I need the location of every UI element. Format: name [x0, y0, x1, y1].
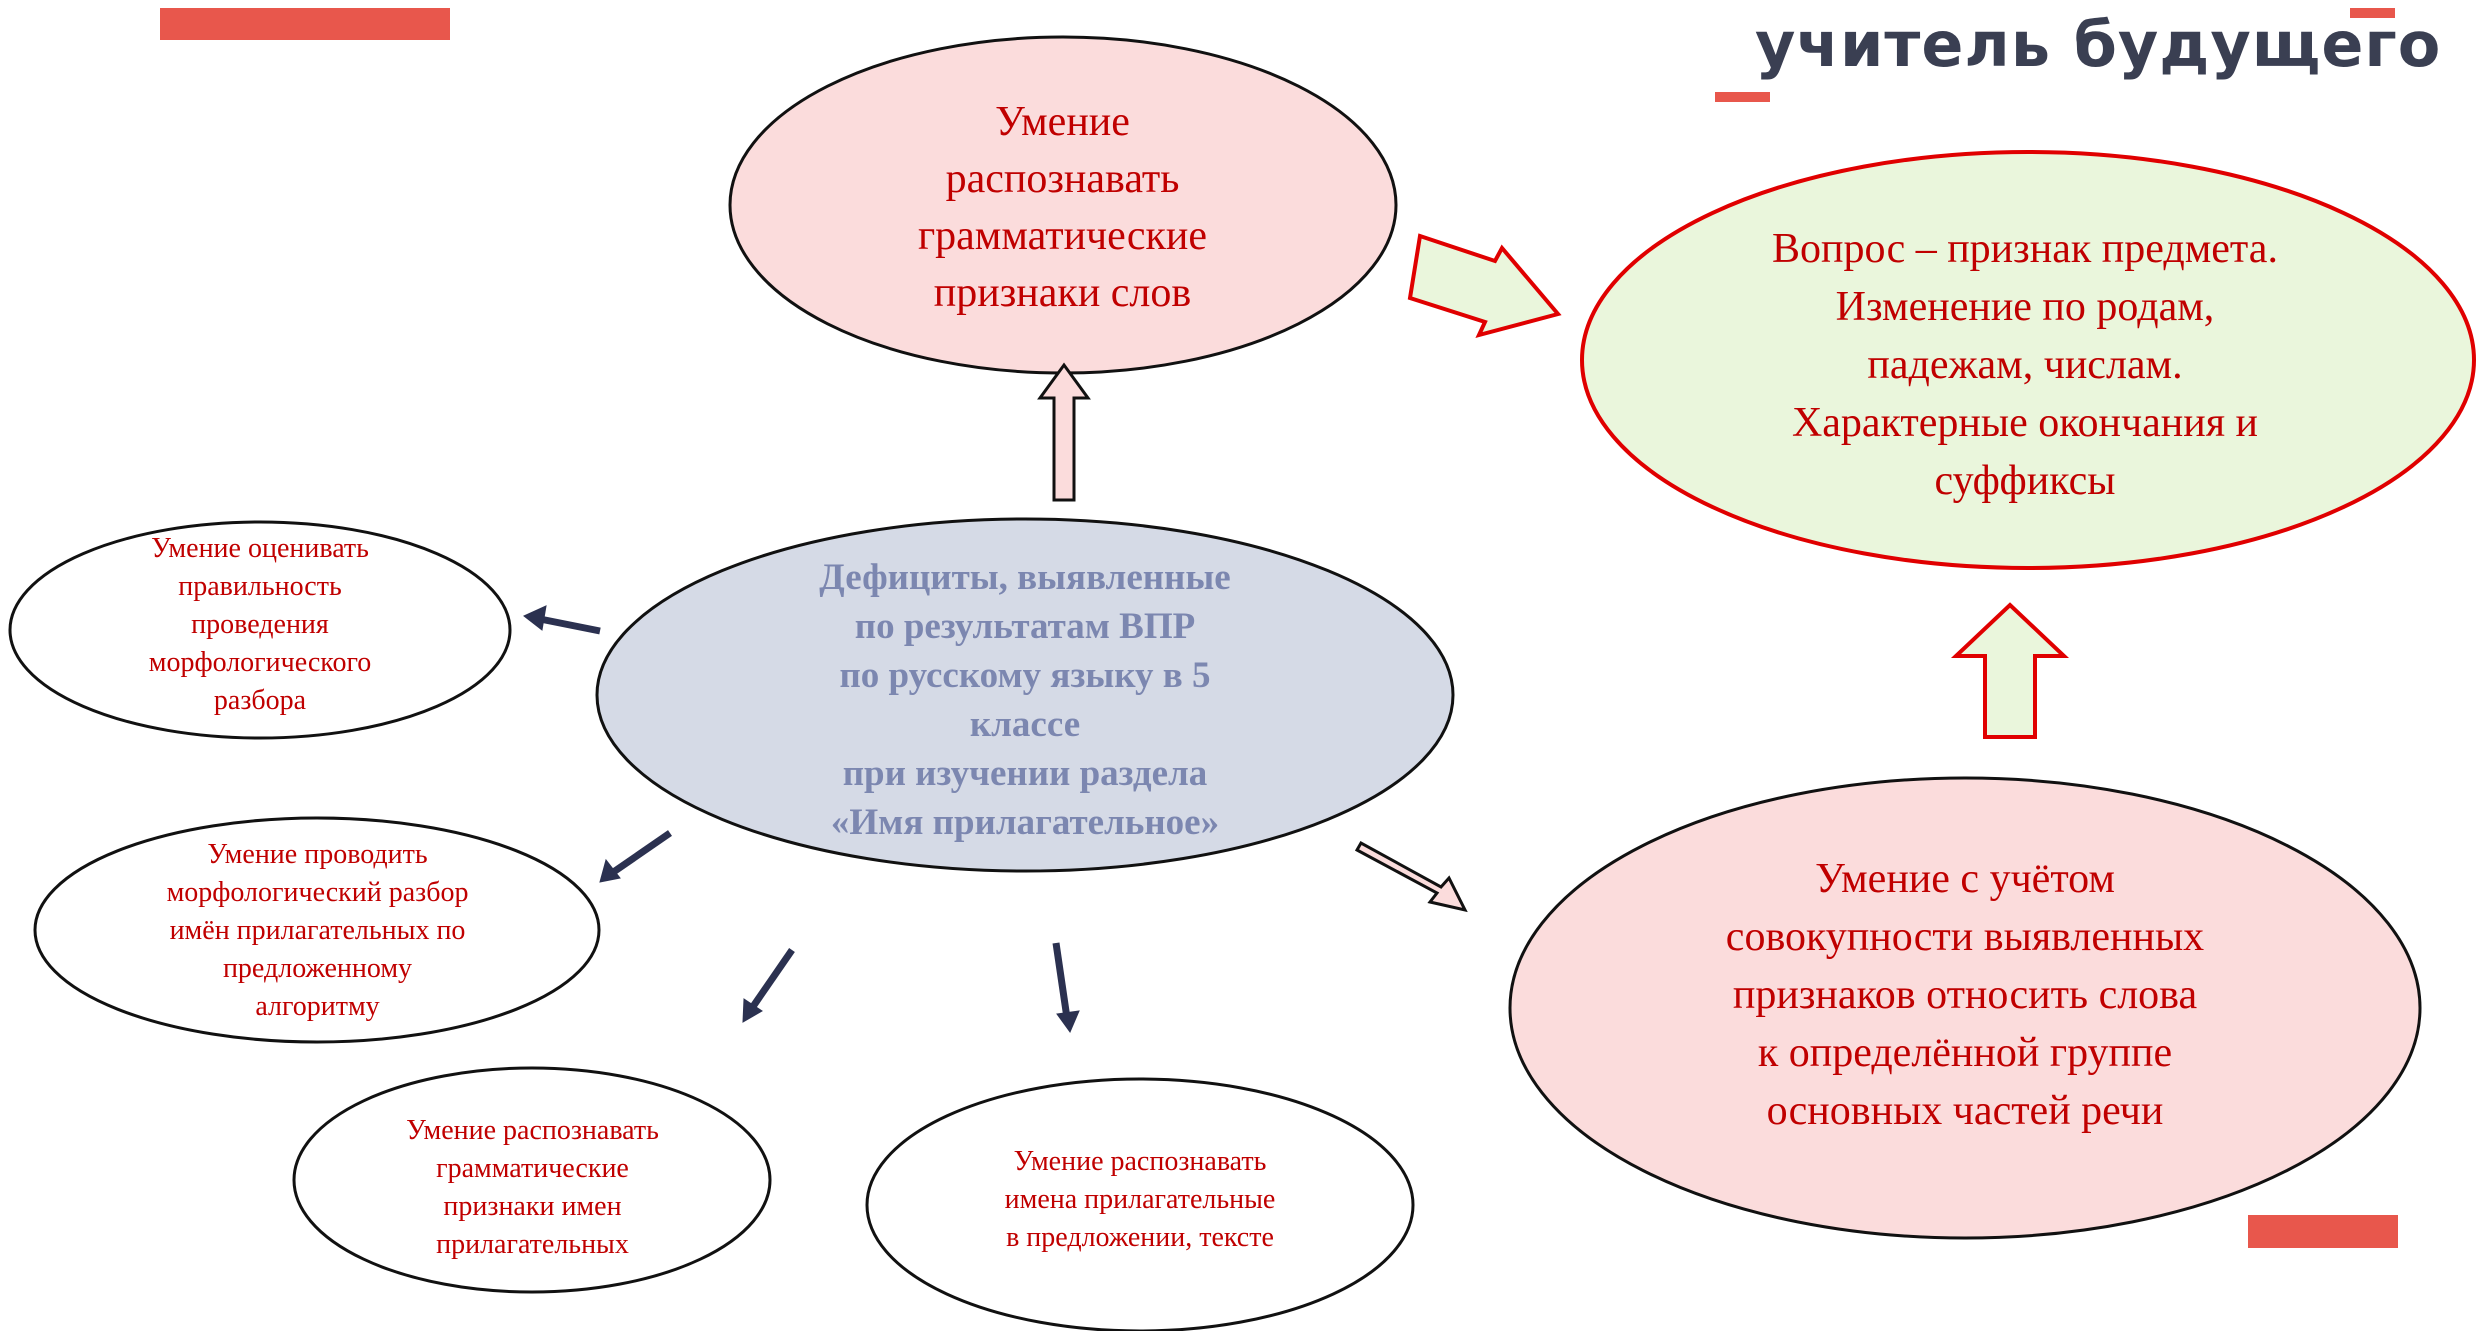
- accent-bar-logo-left: [1715, 92, 1770, 102]
- node-bottom-mid-shape: [865, 1077, 1415, 1331]
- arrow-up-from-classification: [1950, 602, 2070, 739]
- node-left2-label: Умение проводить морфологический разбор …: [166, 838, 469, 1022]
- node-left1-label: Умение оценивать правильность проведения…: [148, 533, 372, 716]
- node-center-label: Дефициты, выявленные по результатам ВПР …: [819, 557, 1231, 843]
- node-bottom-mid-label: Умение распознавать имена прилагательные…: [1004, 1146, 1276, 1253]
- arrow-to-left1: [539, 615, 601, 635]
- arrow-to-left2-head: [599, 858, 621, 883]
- arrow-right-to-definition: [1407, 233, 1562, 339]
- arrow-to-bottom-left-head: [742, 998, 763, 1023]
- node-center-shape: [595, 517, 1455, 873]
- arrow-to-classification: [1354, 840, 1468, 913]
- node-left1-shape: [8, 520, 512, 740]
- arrow-to-left1-head: [523, 605, 547, 631]
- node-right-bottom-label: Умение с учётом совокупности выявленных …: [1725, 856, 2205, 1134]
- arrow-up-to-top: [1037, 362, 1091, 502]
- node-right-top-label: Вопрос – признак предмета. Изменение по …: [1772, 226, 2278, 504]
- accent-bar-logo-right: [2350, 8, 2395, 18]
- node-right-top-shape: [1580, 150, 2476, 570]
- thin-arrows: [523, 605, 1080, 1034]
- node-bottom-left-shape: [292, 1066, 772, 1294]
- accent-bar-top-left: [160, 8, 450, 40]
- arrow-to-bottom-left: [749, 948, 795, 1010]
- accent-bar-bottom-right: [2248, 1215, 2398, 1248]
- brand-logo: учитель будущего: [1755, 8, 2442, 81]
- node-top-label: Умение распознавать грамматические призн…: [917, 98, 1208, 316]
- arrow-to-bottom-mid: [1052, 942, 1071, 1019]
- node-left2-shape: [33, 816, 601, 1044]
- arrow-to-left2: [610, 830, 672, 876]
- node-bottom-left-label: Умение распознавать грамматические призн…: [406, 1114, 659, 1260]
- arrow-to-bottom-mid-head: [1056, 1010, 1080, 1034]
- node-right-bottom-shape: [1508, 776, 2422, 1240]
